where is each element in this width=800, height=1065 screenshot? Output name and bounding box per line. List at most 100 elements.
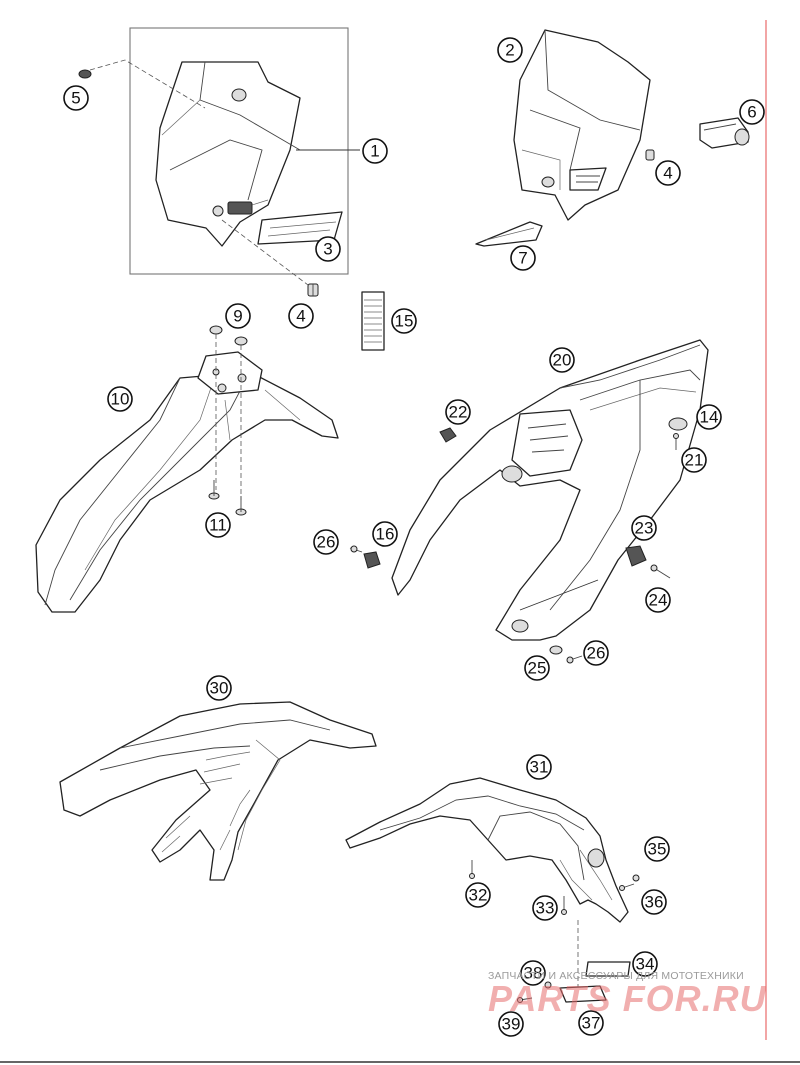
svg-text:25: 25 <box>528 659 547 678</box>
rear-fender-20 <box>391 339 709 664</box>
screw-4a <box>307 283 319 297</box>
callout-34: 34 <box>632 951 658 977</box>
screw-26a <box>349 545 363 553</box>
svg-text:6: 6 <box>747 103 756 122</box>
svg-text:26: 26 <box>317 533 336 552</box>
strap-6 <box>699 117 750 149</box>
license-bracket-37 <box>559 985 607 1003</box>
svg-text:36: 36 <box>645 893 664 912</box>
svg-text:35: 35 <box>648 840 667 859</box>
svg-text:22: 22 <box>449 403 468 422</box>
callout-16: 16 <box>372 521 398 547</box>
nut-38 <box>544 981 552 989</box>
callout-24: 24 <box>645 587 671 613</box>
callout-39: 39 <box>498 1011 524 1037</box>
leader-5 <box>89 59 206 109</box>
fender-mount-plate <box>197 351 263 395</box>
svg-text:1: 1 <box>370 142 379 161</box>
front-fender-30 <box>59 701 377 881</box>
svg-text:20: 20 <box>553 351 572 370</box>
screw-11a <box>208 480 220 500</box>
svg-text:39: 39 <box>502 1015 521 1034</box>
callout-37: 37 <box>578 1010 604 1036</box>
callout-15: 15 <box>391 308 417 334</box>
callout-25: 25 <box>524 655 550 681</box>
screw-36 <box>619 883 635 891</box>
headlight-mask-group <box>78 27 360 297</box>
callout-11: 11 <box>205 512 231 538</box>
rear-fender-tail-mount <box>511 409 583 477</box>
grommet-16 <box>363 551 381 569</box>
mask-grommet <box>231 88 247 102</box>
callout-20: 20 <box>549 347 575 373</box>
callout-4b: 4 <box>655 160 681 186</box>
callout-36: 36 <box>641 889 667 915</box>
watermark-caption: ЗАПЧАСТИ И АКСЕССУАРЫ ДЛЯ МОТОТЕХНИКИ <box>488 970 744 982</box>
callout-2: 2 <box>497 37 523 63</box>
callout-23: 23 <box>631 515 657 541</box>
svg-text:34: 34 <box>636 955 655 974</box>
screw-21 <box>673 433 679 450</box>
screw-32 <box>469 860 475 879</box>
screw-33 <box>561 896 567 915</box>
svg-text:30: 30 <box>210 679 229 698</box>
svg-text:11: 11 <box>209 516 227 535</box>
callout-21: 21 <box>681 447 707 473</box>
callout-14: 14 <box>696 404 722 430</box>
washer-25 <box>549 645 563 655</box>
svg-text:2: 2 <box>505 41 514 60</box>
screw-24 <box>650 564 671 579</box>
screw-5 <box>78 69 92 79</box>
mask-strap-mount <box>227 201 253 215</box>
callout-5: 5 <box>63 85 89 111</box>
callout-4a: 4 <box>288 303 314 329</box>
rear-fender-31 <box>345 777 640 1003</box>
callout-26b: 26 <box>583 640 609 666</box>
screw-39 <box>517 997 533 1003</box>
washer-9b <box>234 336 248 346</box>
callout-35: 35 <box>644 836 670 862</box>
callout-30: 30 <box>206 675 232 701</box>
svg-text:33: 33 <box>536 899 555 918</box>
headlight-mask-2-group <box>475 29 750 247</box>
callout-9: 9 <box>225 303 251 329</box>
clip-23 <box>625 545 647 567</box>
svg-text:5: 5 <box>71 89 80 108</box>
headlight-mask-1 <box>155 61 301 247</box>
svg-text:26: 26 <box>587 644 606 663</box>
front-fender-10 <box>35 325 339 613</box>
callout-26a: 26 <box>313 529 339 555</box>
assembly-frame <box>129 27 349 275</box>
callout-31: 31 <box>526 754 552 780</box>
callout-1: 1 <box>362 138 388 164</box>
screw-4b <box>645 149 655 161</box>
svg-text:37: 37 <box>582 1014 601 1033</box>
screw-11b <box>235 496 247 516</box>
callout-22: 22 <box>445 399 471 425</box>
headlight-mask-2 <box>513 29 651 221</box>
svg-text:21: 21 <box>685 451 704 470</box>
svg-text:4: 4 <box>663 164 672 183</box>
svg-text:3: 3 <box>323 240 332 259</box>
svg-text:24: 24 <box>649 591 668 610</box>
clip-35 <box>632 874 640 882</box>
number-plate-insert-15 <box>361 291 385 351</box>
callout-6: 6 <box>739 99 765 125</box>
svg-text:38: 38 <box>524 964 543 983</box>
svg-text:31: 31 <box>530 758 549 777</box>
leader-4a <box>221 219 313 289</box>
svg-text:32: 32 <box>469 886 488 905</box>
watermark-logo: PARTS FOR.RU <box>488 978 767 1019</box>
svg-text:15: 15 <box>395 312 414 331</box>
callout-38: 38 <box>520 960 546 986</box>
bumper-14 <box>668 417 688 431</box>
callout-3: 3 <box>315 236 341 262</box>
callout-7: 7 <box>510 245 536 271</box>
callout-33: 33 <box>532 895 558 921</box>
svg-text:4: 4 <box>296 307 305 326</box>
svg-text:16: 16 <box>376 525 395 544</box>
svg-text:9: 9 <box>233 307 242 326</box>
nut-22 <box>439 427 457 443</box>
